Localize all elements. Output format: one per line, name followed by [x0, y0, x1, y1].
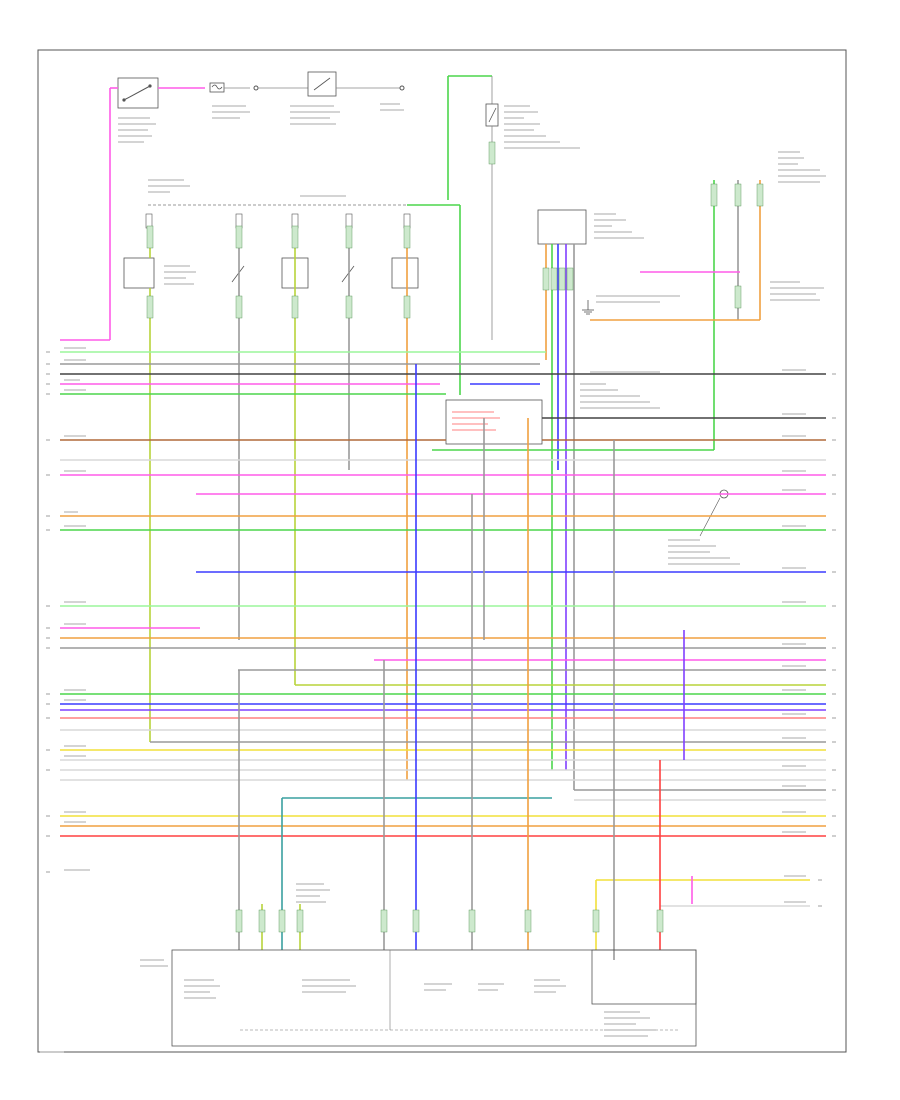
speed-control-module: [445, 383, 660, 445]
ground-icon: [582, 300, 594, 315]
connector-icon: [235, 909, 664, 933]
pcm-connector-block: [537, 209, 644, 790]
right-sensor-group: [432, 151, 826, 565]
ignition-switch-icon: [117, 77, 159, 109]
fuse-icon: [145, 213, 411, 229]
diagram-frame: [37, 49, 847, 1053]
brake-switch-group: [447, 75, 580, 340]
top-switch-group: [117, 71, 405, 143]
wire-harness: [60, 351, 826, 907]
connector-icon: [399, 85, 405, 91]
connector-icon: [253, 85, 259, 91]
wire-color-labels: [64, 347, 806, 903]
switch-icon: [485, 103, 499, 127]
sensor-icon: [699, 489, 729, 537]
fuse-icon: [209, 82, 225, 93]
component-caption: [118, 103, 404, 143]
left-pin-ticks: [46, 351, 50, 873]
right-pin-ticks: [818, 373, 836, 907]
connector-icon: [146, 141, 764, 319]
vertical-drops: [238, 364, 693, 960]
transmission-block: [140, 883, 697, 1047]
relay-icon: [307, 71, 337, 97]
